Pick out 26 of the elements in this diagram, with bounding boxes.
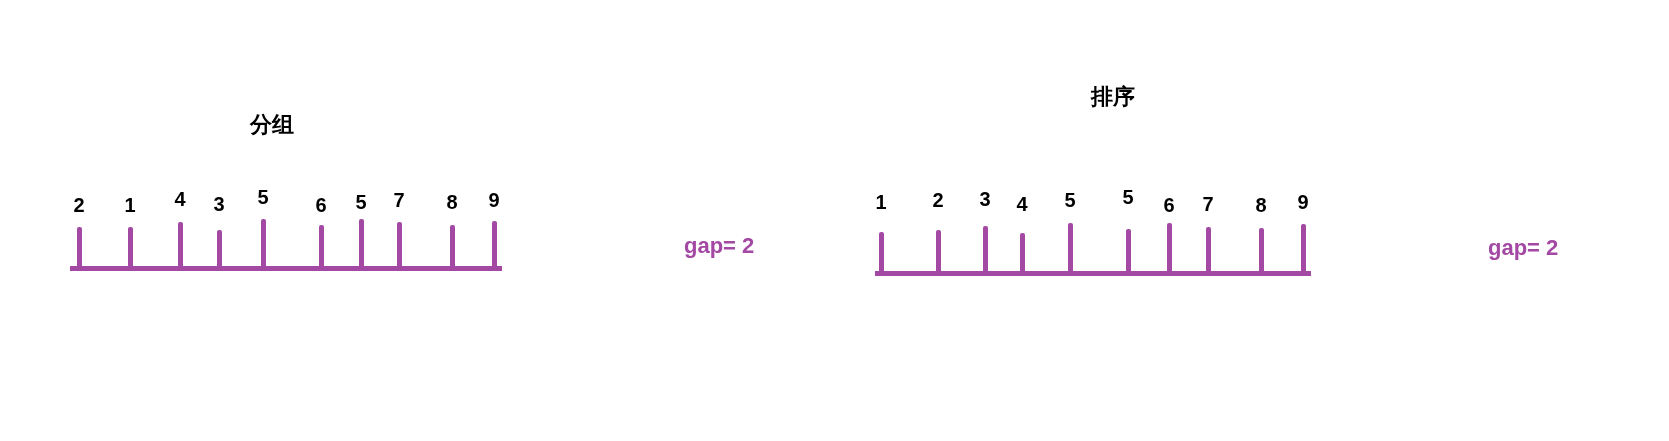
number-line-comb (70, 114, 502, 271)
section-heading: 排序 (1091, 86, 1135, 108)
gap-annotation: gap= 2 (1488, 237, 1559, 259)
number-label: 1 (124, 195, 136, 215)
number-label: 5 (355, 192, 367, 212)
number-label: 8 (446, 192, 458, 212)
number-label: 6 (1163, 195, 1175, 215)
number-line-comb (875, 86, 1311, 276)
number-label: 5 (1064, 190, 1076, 210)
number-label: 2 (73, 195, 85, 215)
number-label: 1 (875, 192, 887, 212)
number-label: 8 (1255, 195, 1267, 215)
number-label: 6 (315, 195, 327, 215)
number-label: 5 (1122, 187, 1134, 207)
number-label: 5 (257, 187, 269, 207)
number-label: 4 (1016, 194, 1028, 214)
number-label: 3 (979, 189, 991, 209)
gap-annotation: gap= 2 (684, 235, 755, 257)
number-label: 3 (213, 194, 225, 214)
number-label: 7 (1202, 194, 1214, 214)
number-label: 9 (488, 190, 500, 210)
number-label: 2 (932, 190, 944, 210)
number-label: 7 (393, 190, 405, 210)
number-label: 4 (174, 189, 186, 209)
section-heading: 分组 (250, 114, 294, 136)
number-label: 9 (1297, 192, 1309, 212)
